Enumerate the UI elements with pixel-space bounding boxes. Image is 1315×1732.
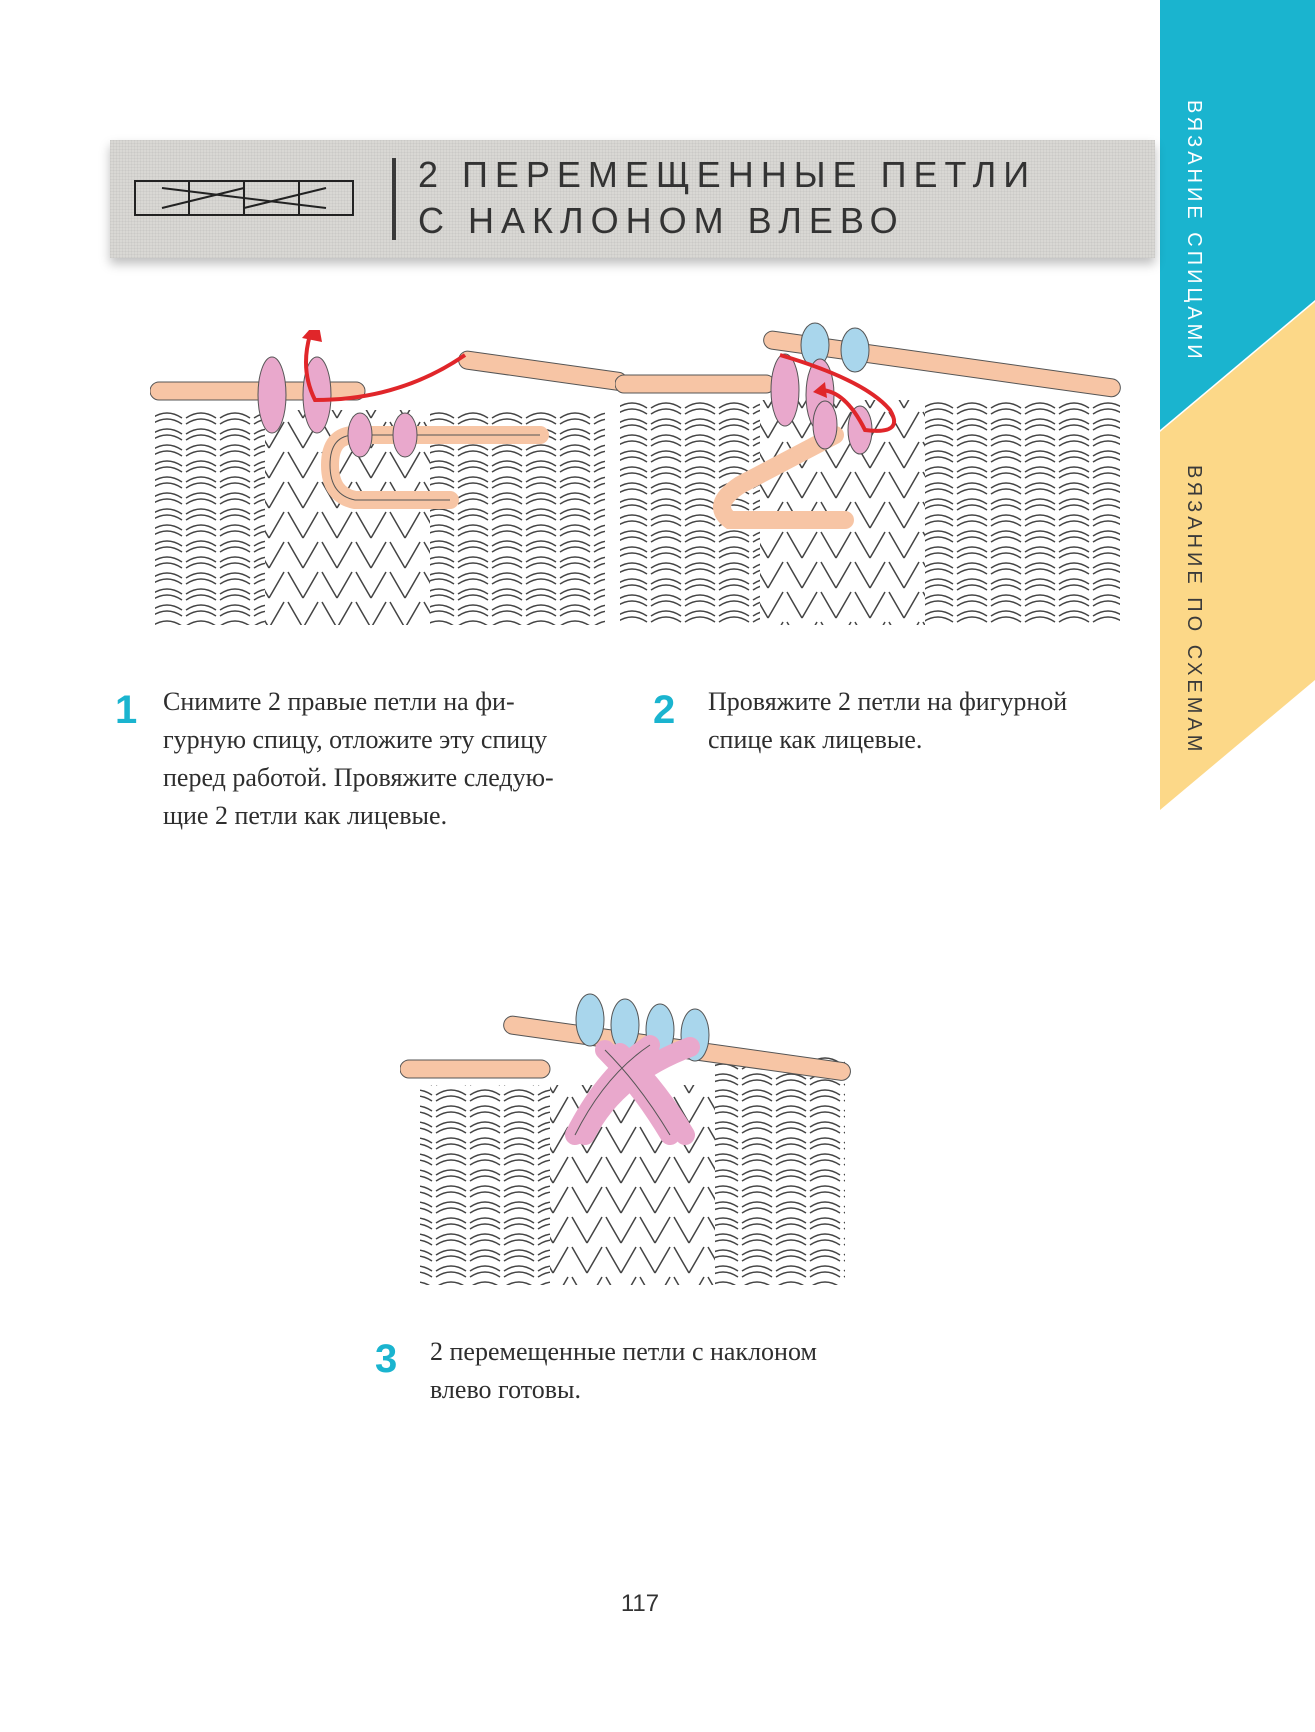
banner-divider bbox=[392, 158, 396, 240]
step-1-text: Снимите 2 правые петли на фи- гурную спи… bbox=[163, 683, 603, 835]
purl-fabric-right bbox=[715, 1055, 845, 1285]
tab-knitting-bg bbox=[1160, 0, 1315, 430]
arrow-head bbox=[302, 330, 322, 342]
page-number: 117 bbox=[620, 1590, 660, 1617]
left-needle bbox=[458, 350, 628, 391]
cable-stitch bbox=[392, 412, 418, 458]
cable-needle bbox=[713, 426, 854, 529]
step-1-line: щие 2 петли как лицевые. bbox=[163, 801, 448, 830]
step-2-line: спице как лицевые. bbox=[708, 725, 923, 754]
finished-stitch bbox=[575, 993, 605, 1047]
slipped-stitch bbox=[257, 356, 287, 434]
figure-step-1 bbox=[150, 330, 628, 625]
step-1-line: перед работой. Провяжите следую- bbox=[163, 763, 554, 792]
title-banner: 2 ПЕРЕМЕЩЕННЫЕ ПЕТЛИ С НАКЛОНОМ ВЛЕВО bbox=[110, 140, 1155, 258]
worked-stitch bbox=[770, 353, 800, 427]
step-3-text: 2 перемещенные петли с наклоном влево го… bbox=[430, 1333, 890, 1409]
cable-needle-outline bbox=[329, 434, 540, 501]
step-2-number: 2 bbox=[653, 688, 676, 732]
purl-fabric-right bbox=[925, 400, 1120, 625]
arrow-head bbox=[813, 382, 827, 398]
purl-fabric-right bbox=[430, 410, 605, 625]
step-3-number: 3 bbox=[375, 1337, 398, 1381]
side-tab-charts[interactable]: ВЯЗАНИЕ ПО СХЕМАМ bbox=[1183, 465, 1205, 756]
side-tabs bbox=[1160, 0, 1315, 810]
cable-symbol-icon bbox=[134, 180, 354, 216]
step-2-line: Провяжите 2 петли на фигурной bbox=[708, 687, 1068, 716]
finished-stitch bbox=[610, 998, 640, 1052]
step-3-line: влево готовы. bbox=[430, 1375, 581, 1404]
title-line-1: 2 ПЕРЕМЕЩЕННЫЕ ПЕТЛИ bbox=[418, 154, 1037, 195]
figure-step-3 bbox=[400, 993, 851, 1285]
step-3-line: 2 перемещенные петли с наклоном bbox=[430, 1337, 817, 1366]
direction-arrow bbox=[779, 353, 897, 433]
slipped-stitch bbox=[302, 356, 332, 434]
purl-fabric-left bbox=[420, 1085, 550, 1285]
step-2-text: Провяжите 2 петли на фигурной спице как … bbox=[708, 683, 1148, 759]
crossed-stitches-outline bbox=[574, 1044, 671, 1136]
side-tab-knitting[interactable]: ВЯЗАНИЕ СПИЦАМИ bbox=[1183, 100, 1205, 363]
tab-charts-bg bbox=[1160, 302, 1315, 810]
step-1-number: 1 bbox=[115, 688, 138, 732]
left-needle bbox=[615, 374, 776, 394]
purl-fabric-left bbox=[155, 410, 265, 625]
title-line-2: С НАКЛОНОМ ВЛЕВО bbox=[418, 200, 905, 241]
cable-stitch bbox=[347, 412, 373, 458]
figure-step-2 bbox=[615, 322, 1121, 625]
page-title: 2 ПЕРЕМЕЩЕННЫЕ ПЕТЛИ С НАКЛОНОМ ВЛЕВО bbox=[418, 152, 1036, 244]
step-1-line: Снимите 2 правые петли на фи- bbox=[163, 687, 515, 716]
right-needle bbox=[150, 381, 366, 401]
left-needle bbox=[400, 1059, 551, 1079]
step-1-line: гурную спицу, отложите эту спицу bbox=[163, 725, 548, 754]
cable-stitch bbox=[812, 400, 838, 450]
direction-arrow bbox=[304, 334, 467, 403]
new-stitch bbox=[840, 327, 870, 373]
